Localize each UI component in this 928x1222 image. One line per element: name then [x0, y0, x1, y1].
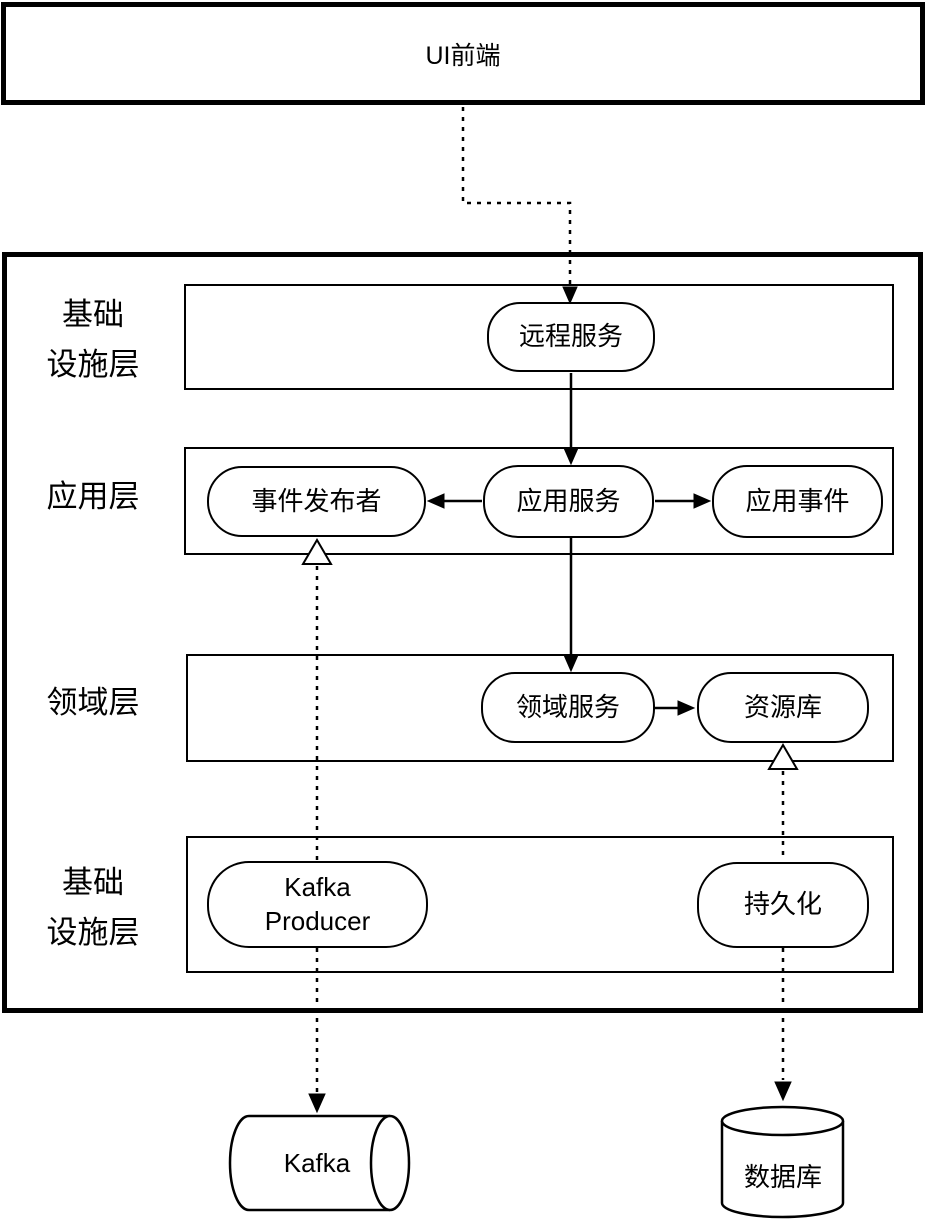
node-label: 应用事件 [745, 485, 850, 516]
layer-label-application: 应用层 [46, 479, 140, 514]
node-label-line: Kafka [284, 871, 351, 902]
layer-label-line: 基础 [62, 865, 124, 900]
kafka-datastore-label: Kafka [283, 1148, 351, 1178]
layer-label-infrastructure-bottom: 基础 设施层 [23, 858, 163, 958]
node-app-event: 应用事件 [712, 465, 883, 538]
node-label: 资源库 [743, 691, 822, 722]
node-repository: 资源库 [697, 672, 869, 743]
layer-label-line: 设施层 [46, 347, 140, 382]
node-event-publisher: 事件发布者 [207, 466, 426, 537]
node-remote-service: 远程服务 [487, 302, 655, 372]
ui-frontend-label: UI前端 [425, 41, 501, 70]
database-datastore-label: 数据库 [743, 1162, 822, 1192]
node-label: 应用服务 [516, 485, 621, 516]
ui-frontend-box [1, 2, 925, 105]
node-label: Kafka Producer [265, 871, 371, 939]
layer-label-line: 设施层 [46, 915, 140, 950]
node-label-line: Producer [264, 905, 371, 936]
node-label: 事件发布者 [251, 485, 382, 516]
layer-label-infrastructure-top: 基础 设施层 [23, 290, 163, 390]
node-label: 领域服务 [515, 691, 620, 722]
node-label: 持久化 [743, 889, 822, 920]
layer-label-domain: 领域层 [46, 685, 140, 720]
node-persistence: 持久化 [697, 862, 869, 948]
node-app-service: 应用服务 [483, 465, 654, 538]
node-domain-service: 领域服务 [481, 672, 655, 743]
node-kafka-producer: Kafka Producer [207, 861, 428, 948]
node-label: 远程服务 [518, 321, 623, 352]
layer-label-line: 基础 [62, 297, 124, 332]
